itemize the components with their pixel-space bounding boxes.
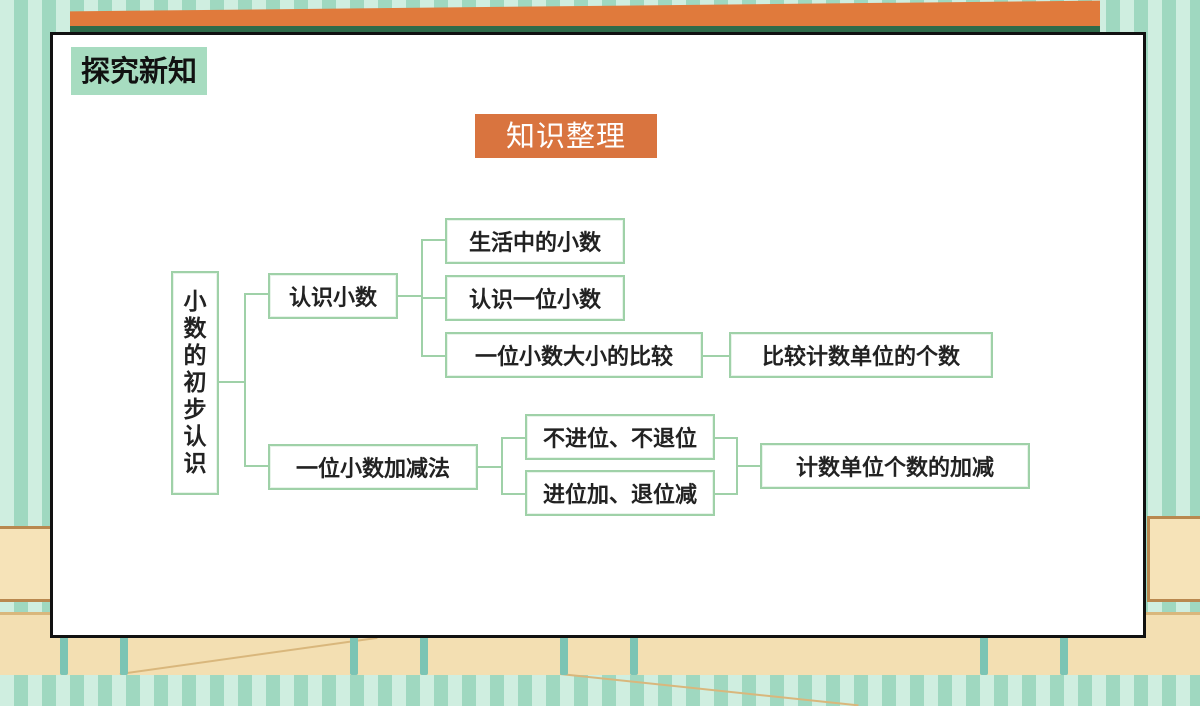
node-one-place-decimal: 认识一位小数 — [445, 275, 625, 321]
connector — [501, 437, 525, 439]
connector — [703, 355, 729, 357]
branch-add-subtract: 一位小数加减法 — [268, 444, 478, 490]
floor-line — [560, 673, 859, 706]
slide-board: 探究新知 知识整理 小数的初步认识 认识小数 生活中的小数 认识一位小数 一位小… — [50, 32, 1146, 638]
desk-left — [0, 526, 59, 602]
desk-leg — [1060, 619, 1068, 675]
connector — [244, 293, 246, 465]
desk-leg — [560, 619, 568, 675]
connector — [501, 493, 525, 495]
desk-right — [1147, 516, 1200, 602]
slide-header: 知识整理 — [475, 114, 657, 158]
connector — [736, 465, 760, 467]
desk-leg — [120, 619, 128, 675]
node-compare-decimals: 一位小数大小的比较 — [445, 332, 703, 378]
connector — [478, 466, 502, 468]
connector — [501, 437, 503, 493]
connector — [421, 355, 445, 357]
connector — [244, 465, 268, 467]
connector — [219, 381, 245, 383]
node-compare-counting-units: 比较计数单位的个数 — [729, 332, 993, 378]
node-no-carry: 不进位、不退位 — [525, 414, 715, 460]
desk-leg — [350, 619, 358, 675]
root-node-label: 小数的初步认识 — [183, 288, 207, 477]
root-node: 小数的初步认识 — [171, 271, 219, 495]
node-decimals-in-life: 生活中的小数 — [445, 218, 625, 264]
branch-recognize-decimals: 认识小数 — [268, 273, 398, 319]
node-add-counting-units: 计数单位个数的加减 — [760, 443, 1030, 489]
connector — [715, 493, 737, 495]
connector — [244, 293, 268, 295]
connector — [715, 437, 737, 439]
connector — [421, 239, 445, 241]
top-banner-shadow — [70, 26, 1100, 36]
floor-line — [119, 636, 378, 675]
node-carry-borrow: 进位加、退位减 — [525, 470, 715, 516]
desk-leg — [60, 619, 68, 675]
section-tag: 探究新知 — [71, 47, 208, 95]
desk-leg — [630, 619, 638, 675]
connector — [398, 295, 422, 297]
desk-leg — [980, 619, 988, 675]
desk-leg — [420, 619, 428, 675]
connector — [421, 297, 445, 299]
